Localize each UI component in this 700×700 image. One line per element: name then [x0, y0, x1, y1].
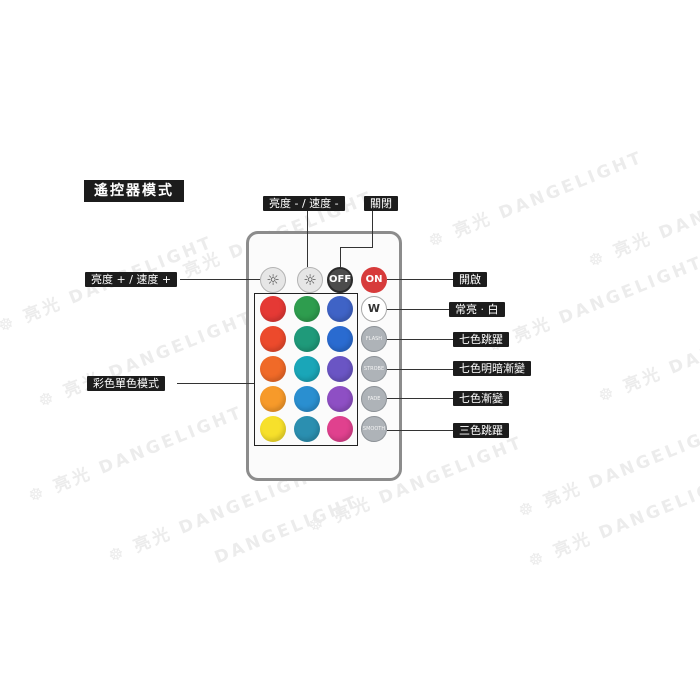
off-button[interactable]: OFF	[327, 267, 353, 293]
watermark: ☸ 亮光 DANGELIGHT	[25, 402, 247, 508]
color-button[interactable]	[327, 296, 353, 322]
leader-line	[340, 247, 373, 248]
color-button[interactable]	[294, 356, 320, 382]
color-mode-frame	[254, 293, 358, 446]
color-button[interactable]	[260, 326, 286, 352]
leader-line	[340, 247, 341, 267]
color-button[interactable]	[294, 326, 320, 352]
label-fade: 七色漸變	[453, 391, 509, 406]
leader-line	[307, 208, 308, 267]
label-brightness-up: 亮度 + / 速度 +	[85, 272, 178, 287]
color-button[interactable]	[294, 386, 320, 412]
label-off: 關閉	[364, 196, 398, 211]
label-color-mode: 彩色單色模式	[87, 376, 165, 391]
leader-line	[372, 208, 373, 248]
label-white: 常亮 · 白	[449, 302, 505, 317]
leader-line	[177, 383, 254, 384]
on-button[interactable]: ON	[361, 267, 387, 293]
strobe-button[interactable]: STROBE	[361, 356, 387, 382]
smooth-button[interactable]: SMOOTH	[361, 416, 387, 442]
color-button[interactable]	[260, 416, 286, 442]
color-button[interactable]	[260, 386, 286, 412]
leader-line	[180, 279, 260, 280]
color-button[interactable]	[294, 296, 320, 322]
page-title: 遙控器模式	[84, 180, 184, 202]
label-smooth: 三色跳躍	[453, 423, 509, 438]
flash-button[interactable]: FLASH	[361, 326, 387, 352]
fade-button[interactable]: FADE	[361, 386, 387, 412]
brightness-down-button[interactable]: ☼	[297, 267, 323, 293]
watermark: ☸ 亮光 DANGELIGHT	[595, 302, 700, 408]
leader-line	[387, 398, 453, 399]
color-button[interactable]	[327, 356, 353, 382]
color-button[interactable]	[260, 296, 286, 322]
watermark: ☸ 亮光 DANGELIGHT	[35, 307, 257, 413]
leader-line	[387, 279, 453, 280]
color-button[interactable]	[327, 326, 353, 352]
label-strobe: 七色明暗漸變	[453, 361, 531, 376]
label-on: 開啟	[453, 272, 487, 287]
watermark: ☸ 亮光 DANGELIGHT	[425, 147, 647, 253]
color-button[interactable]	[327, 386, 353, 412]
color-button[interactable]	[260, 356, 286, 382]
color-button[interactable]	[294, 416, 320, 442]
leader-line	[387, 339, 453, 340]
white-button[interactable]: W	[361, 296, 387, 322]
label-brightness-down: 亮度 - / 速度 -	[263, 196, 345, 211]
leader-line	[387, 309, 449, 310]
brightness-up-button[interactable]: ☼	[260, 267, 286, 293]
label-flash: 七色跳躍	[453, 332, 509, 347]
color-button[interactable]	[327, 416, 353, 442]
leader-line	[387, 430, 453, 431]
leader-line	[387, 369, 453, 370]
